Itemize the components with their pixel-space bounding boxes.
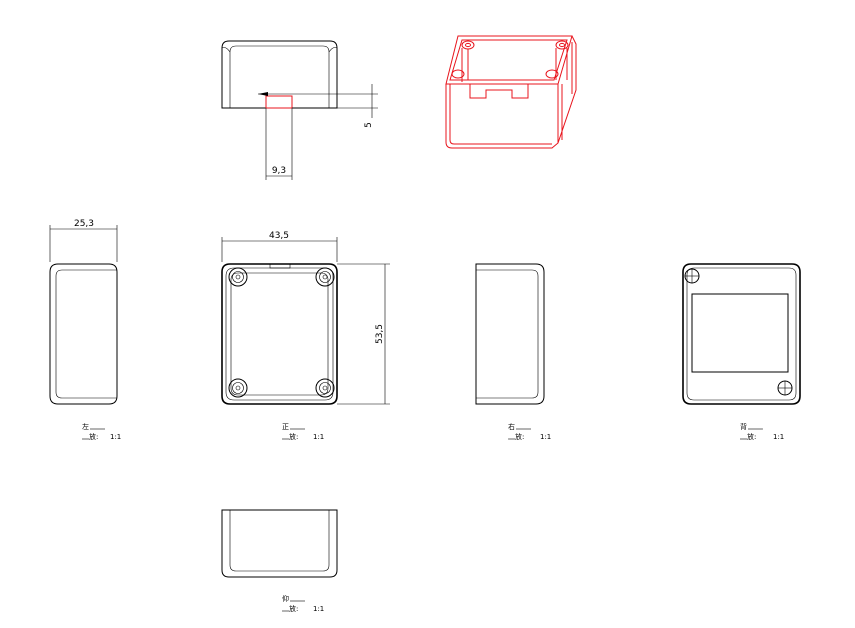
isometric-view bbox=[445, 35, 577, 149]
view-name-right: 右 bbox=[508, 422, 515, 431]
scale-value-back: 1:1 bbox=[773, 433, 784, 441]
scale-value-left: 1:1 bbox=[110, 433, 121, 441]
front-view: 43,5 53,5 正 放: 1:1 bbox=[221, 231, 390, 441]
scale-label-front: 放: bbox=[289, 432, 298, 441]
back-view: 背 放: 1:1 bbox=[682, 263, 801, 441]
dim-top-depth: 5 bbox=[364, 122, 374, 128]
view-name-left: 左 bbox=[82, 422, 89, 431]
scale-value-right: 1:1 bbox=[540, 433, 551, 441]
scale-value-front: 1:1 bbox=[313, 433, 324, 441]
top-view: 9,3 5 bbox=[221, 40, 378, 180]
dim-top-width: 9,3 bbox=[272, 166, 286, 176]
dim-front-height: 53,5 bbox=[375, 324, 385, 344]
dim-front-width: 43,5 bbox=[269, 231, 289, 241]
view-name-front: 正 bbox=[282, 423, 289, 431]
view-name-back: 背 bbox=[740, 422, 747, 431]
right-view: 右 放: 1:1 bbox=[475, 263, 551, 441]
scale-label-back: 放: bbox=[747, 432, 756, 441]
slot-cutout bbox=[265, 95, 293, 109]
bottom-view: 仰 放: 1:1 bbox=[221, 509, 338, 613]
scale-label-left: 放: bbox=[89, 432, 98, 441]
scale-value-bottom: 1:1 bbox=[313, 605, 324, 613]
scale-label-right: 放: bbox=[515, 432, 524, 441]
view-name-bottom: 仰 bbox=[282, 594, 289, 603]
dim-left-width: 25,3 bbox=[74, 219, 94, 229]
scale-label-bottom: 放: bbox=[289, 604, 298, 613]
left-view: 25,3 左 放: 1:1 bbox=[49, 219, 121, 441]
